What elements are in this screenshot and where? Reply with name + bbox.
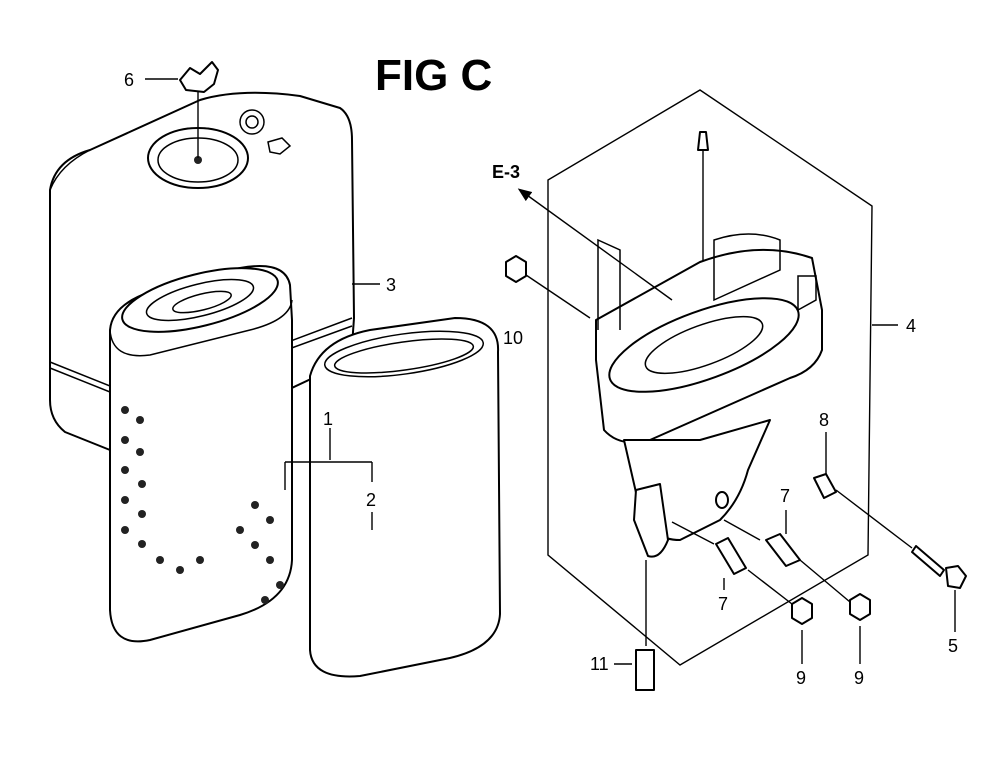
bolt-5 <box>911 545 967 589</box>
callout-4: 4 <box>906 316 916 336</box>
callout-10: 10 <box>503 328 523 348</box>
collar-8 <box>813 473 837 499</box>
callout-8: 8 <box>819 410 829 430</box>
callout-1: 1 <box>323 409 333 429</box>
callout-7-upper: 7 <box>780 486 790 506</box>
cover-rotation-icon <box>239 109 292 155</box>
callout-7-lower: 7 <box>718 594 728 614</box>
callout-5: 5 <box>948 636 958 656</box>
collar-7-lower <box>715 537 747 575</box>
callout-2: 2 <box>366 490 376 510</box>
collar-7-upper <box>765 533 801 567</box>
tube-11 <box>635 649 655 691</box>
reference-label: E-3 <box>492 162 520 182</box>
air-cleaner-base-box <box>547 89 873 666</box>
air-cleaner-base <box>595 131 823 558</box>
callout-9-left: 9 <box>796 668 806 688</box>
callout-3: 3 <box>386 275 396 295</box>
nut-10 <box>505 255 527 283</box>
filter-element <box>109 265 293 643</box>
callout-6: 6 <box>124 70 134 90</box>
nut-9-left <box>791 597 813 625</box>
figure-title: FIG C <box>375 51 492 100</box>
filter-perforations <box>121 406 284 604</box>
callout-9-right: 9 <box>854 668 864 688</box>
wing-nut <box>179 61 219 158</box>
callout-11: 11 <box>590 654 609 674</box>
nut-9-right <box>849 593 871 621</box>
outer-foam-filter <box>309 317 501 678</box>
